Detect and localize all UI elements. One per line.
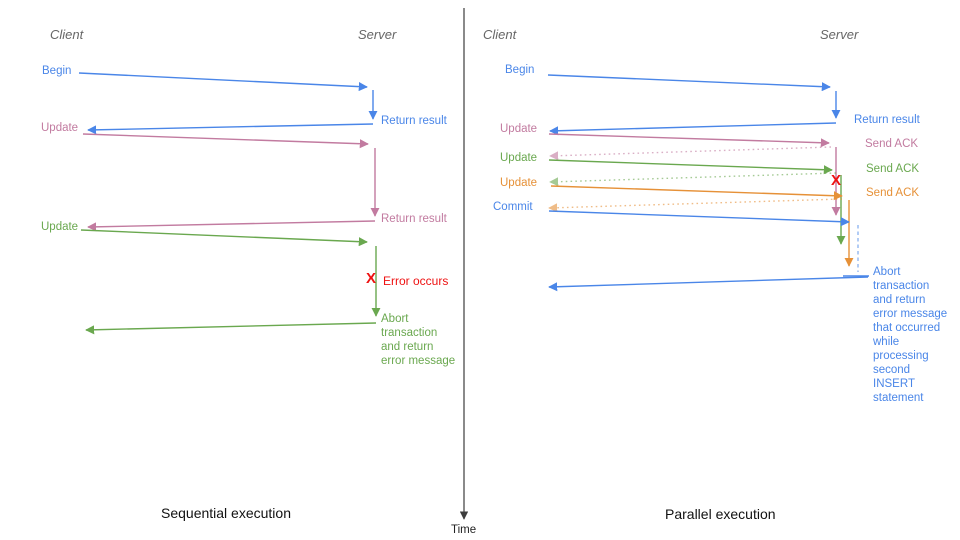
par-update3-label: Update	[500, 177, 538, 189]
seq-error-label: Error occurs	[383, 274, 449, 288]
seq-server-header: Server	[358, 27, 397, 42]
par-update1-request-arrow	[548, 133, 830, 148]
seq-abort-label: Abort transaction and return error messa…	[381, 313, 456, 367]
par-commit-label: Commit	[493, 201, 533, 213]
seq-return-result-1-arrow	[87, 123, 374, 135]
par-ack2-arrow	[549, 172, 837, 187]
par-abort-label: Abort transaction and return error messa…	[873, 266, 948, 404]
seq-abort-return-arrow	[85, 322, 377, 335]
par-ack3-label: Send ACK	[866, 187, 920, 199]
par-abort-return-arrow	[548, 276, 869, 292]
par-return1-label: Return result	[854, 114, 920, 126]
seq-update1-request-arrow	[82, 133, 369, 149]
seq-update2-label: Update	[41, 221, 79, 233]
seq-error-x-icon: X	[366, 270, 377, 287]
seq-return-result-2-arrow	[87, 220, 376, 232]
par-update2-request-arrow	[548, 159, 833, 175]
par-error-x-icon: X	[831, 172, 842, 189]
par-return-result-arrow	[549, 122, 837, 136]
par-ack1-label: Send ACK	[865, 138, 919, 150]
par-update1-label: Update	[500, 123, 538, 135]
seq-caption: Sequential execution	[161, 505, 291, 521]
seq-return1-label: Return result	[381, 115, 447, 127]
par-client-header: Client	[483, 27, 517, 42]
par-commit-request-arrow	[548, 210, 850, 227]
par-update3-request-arrow	[550, 185, 843, 201]
par-server-header: Server	[820, 27, 859, 42]
par-ack2-label: Send ACK	[866, 163, 920, 175]
seq-return2-label: Return result	[381, 213, 447, 225]
seq-begin-label: Begin	[42, 65, 72, 77]
seq-client-header: Client	[50, 27, 84, 42]
par-begin-label: Begin	[505, 64, 535, 76]
par-caption: Parallel execution	[665, 506, 776, 522]
seq-update2-request-arrow	[80, 229, 368, 247]
seq-update1-label: Update	[41, 122, 79, 134]
time-axis-label: Time	[451, 524, 477, 536]
par-begin-request-arrow	[547, 74, 831, 92]
seq-begin-request-arrow	[78, 72, 368, 92]
par-update2-label: Update	[500, 152, 538, 164]
par-ack3-arrow	[548, 198, 843, 213]
par-ack1-arrow	[549, 146, 832, 161]
